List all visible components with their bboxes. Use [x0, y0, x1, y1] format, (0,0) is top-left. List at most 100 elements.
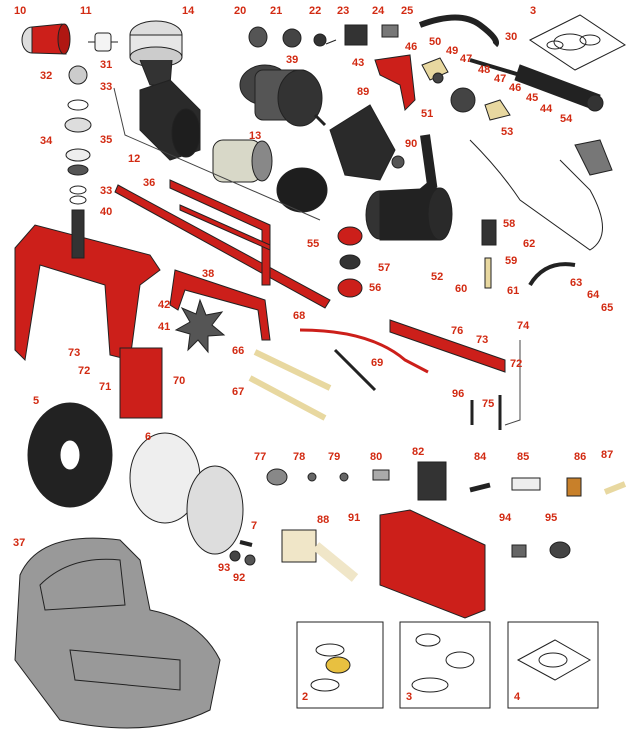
callout-43[interactable]: 43: [352, 57, 365, 69]
callout-93[interactable]: 93: [218, 562, 231, 574]
callout-75[interactable]: 75: [482, 398, 495, 410]
callout-51[interactable]: 51: [421, 108, 434, 120]
callout-32[interactable]: 32: [40, 70, 53, 82]
callout-11[interactable]: 11: [80, 5, 92, 17]
callout-90[interactable]: 90: [405, 138, 418, 150]
callout-22[interactable]: 22: [309, 5, 322, 17]
callout-86[interactable]: 86: [574, 451, 587, 463]
callout-23[interactable]: 23: [337, 5, 350, 17]
callout-89[interactable]: 89: [357, 86, 370, 98]
callout-7[interactable]: 7: [251, 520, 258, 532]
callout-61[interactable]: 61: [507, 285, 520, 297]
callout-50[interactable]: 50: [429, 36, 442, 48]
callout-84[interactable]: 84: [474, 451, 487, 463]
callout-41[interactable]: 41: [158, 321, 171, 333]
callout-20[interactable]: 20: [234, 5, 247, 17]
callout-47-a[interactable]: 47: [460, 53, 473, 65]
callout-76[interactable]: 76: [451, 325, 464, 337]
callout-46-a[interactable]: 46: [405, 41, 418, 53]
callout-33-a[interactable]: 33: [100, 81, 113, 93]
callout-40[interactable]: 40: [100, 206, 113, 218]
mount-plate-part: [119, 347, 163, 419]
callout-21[interactable]: 21: [270, 5, 283, 17]
callout-88[interactable]: 88: [317, 514, 330, 526]
callout-3-box[interactable]: 3: [406, 691, 413, 703]
callout-70[interactable]: 70: [173, 375, 186, 387]
callout-45[interactable]: 45: [526, 92, 539, 104]
callout-80[interactable]: 80: [370, 451, 383, 463]
callout-35[interactable]: 35: [100, 134, 113, 146]
callout-2[interactable]: 2: [302, 691, 309, 703]
callout-30[interactable]: 30: [505, 31, 518, 43]
callout-55[interactable]: 55: [307, 238, 320, 250]
callout-39[interactable]: 39: [286, 54, 299, 66]
callout-4[interactable]: 4: [514, 691, 521, 703]
callout-74[interactable]: 74: [517, 320, 530, 332]
callout-53[interactable]: 53: [501, 126, 514, 138]
callout-52[interactable]: 52: [431, 271, 444, 283]
callout-87[interactable]: 87: [601, 449, 614, 461]
callout-96[interactable]: 96: [452, 388, 465, 400]
callout-94[interactable]: 94: [499, 512, 512, 524]
callout-64[interactable]: 64: [587, 289, 600, 301]
callout-78[interactable]: 78: [293, 451, 306, 463]
callout-56[interactable]: 56: [369, 282, 382, 294]
callout-54[interactable]: 54: [560, 113, 573, 125]
callout-79[interactable]: 79: [328, 451, 341, 463]
callout-5[interactable]: 5: [33, 395, 40, 407]
callout-44[interactable]: 44: [540, 103, 553, 115]
callout-67[interactable]: 67: [232, 386, 245, 398]
callout-36[interactable]: 36: [143, 177, 156, 189]
callout-82[interactable]: 82: [412, 446, 425, 458]
callout-63[interactable]: 63: [570, 277, 583, 289]
callout-46-b[interactable]: 46: [509, 82, 522, 94]
kit-4-box: [507, 621, 599, 709]
callout-62[interactable]: 62: [523, 238, 536, 250]
plate-part: [450, 87, 476, 113]
seat-part: [14, 537, 221, 729]
callout-12[interactable]: 12: [128, 153, 141, 165]
callout-77[interactable]: 77: [254, 451, 267, 463]
callout-69[interactable]: 69: [371, 357, 384, 369]
callout-3-top[interactable]: 3: [530, 5, 537, 17]
callout-73-b[interactable]: 73: [476, 334, 489, 346]
seal-kit-part: [529, 14, 626, 71]
callout-68[interactable]: 68: [293, 310, 306, 322]
callout-59[interactable]: 59: [505, 255, 518, 267]
callout-25[interactable]: 25: [401, 5, 414, 17]
callout-65[interactable]: 65: [601, 302, 614, 314]
hose-part: [418, 14, 499, 48]
callout-42[interactable]: 42: [158, 299, 171, 311]
callout-34[interactable]: 34: [40, 135, 53, 147]
callout-6[interactable]: 6: [145, 431, 152, 443]
callout-71[interactable]: 71: [99, 381, 112, 393]
callout-47-b[interactable]: 47: [494, 73, 507, 85]
stud-7-part: [239, 540, 253, 547]
callout-72-b[interactable]: 72: [510, 358, 523, 370]
coupler-part: [337, 226, 363, 298]
callout-37[interactable]: 37: [13, 537, 26, 549]
callout-24[interactable]: 24: [372, 5, 385, 17]
callout-58[interactable]: 58: [503, 218, 516, 230]
callout-66[interactable]: 66: [232, 345, 245, 357]
callout-13[interactable]: 13: [249, 130, 262, 142]
callout-95[interactable]: 95: [545, 512, 558, 524]
callout-14[interactable]: 14: [182, 5, 195, 17]
nut-79-part: [339, 472, 349, 482]
callout-91[interactable]: 91: [348, 512, 361, 524]
hydraulic-motor-part: [239, 64, 327, 127]
callout-49[interactable]: 49: [446, 45, 459, 57]
switch-part: [282, 28, 302, 48]
callout-33-b[interactable]: 33: [100, 185, 113, 197]
callout-92[interactable]: 92: [233, 572, 246, 584]
callout-72-a[interactable]: 72: [78, 365, 91, 377]
callout-38[interactable]: 38: [202, 268, 215, 280]
callout-48[interactable]: 48: [478, 64, 491, 76]
callout-10[interactable]: 10: [14, 5, 27, 17]
callout-73-a[interactable]: 73: [68, 347, 81, 359]
callout-57[interactable]: 57: [378, 262, 391, 274]
callout-31[interactable]: 31: [100, 59, 113, 71]
callout-85[interactable]: 85: [517, 451, 530, 463]
callout-60[interactable]: 60: [455, 283, 468, 295]
